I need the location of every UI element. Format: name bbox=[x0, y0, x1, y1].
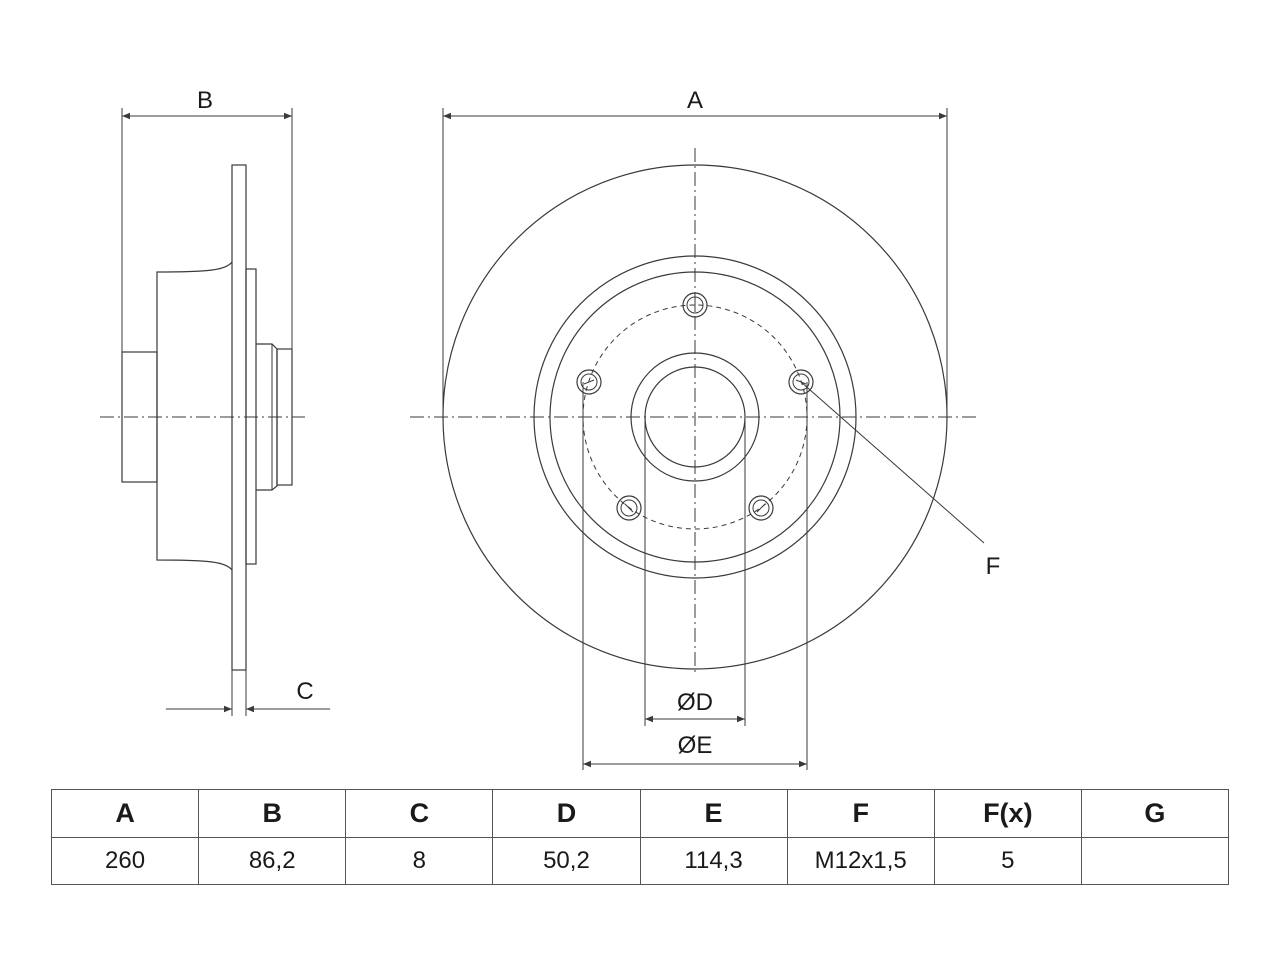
bolt-hole bbox=[748, 495, 774, 521]
table-header-cell: G bbox=[1080, 789, 1230, 838]
table-header-row: A B C D E F F(x) G bbox=[50, 789, 1230, 838]
table-cell: 50,2 bbox=[492, 837, 641, 885]
hat-outer-ring bbox=[533, 255, 857, 579]
table-cell bbox=[1080, 837, 1230, 885]
table-header-cell: F bbox=[786, 789, 935, 838]
hat-inner-ring bbox=[549, 271, 841, 563]
dimension-a-label: A bbox=[687, 87, 703, 114]
table-cell: 86,2 bbox=[198, 837, 347, 885]
technical-drawing: B C bbox=[100, 87, 1000, 770]
table-row: 260 86,2 8 50,2 114,3 M12x1,5 5 bbox=[50, 837, 1230, 885]
table-cell: 114,3 bbox=[639, 837, 788, 885]
bolt-hole bbox=[682, 292, 708, 318]
table-cell: 260 bbox=[50, 837, 200, 885]
front-view: A ØD ØE F bbox=[410, 87, 1000, 770]
table-cell: 8 bbox=[345, 837, 494, 885]
dimension-c-label: C bbox=[296, 678, 313, 705]
hub-body bbox=[156, 261, 233, 571]
table-cell: M12x1,5 bbox=[786, 837, 935, 885]
table-cell: 5 bbox=[933, 837, 1082, 885]
table-header-cell: C bbox=[345, 789, 494, 838]
table-header-cell: E bbox=[639, 789, 788, 838]
spec-table: A B C D E F F(x) G 260 86,2 8 50,2 114,3… bbox=[50, 789, 1230, 885]
bolt-hole bbox=[616, 495, 642, 521]
hub-stub bbox=[121, 351, 158, 483]
side-view: B C bbox=[100, 87, 330, 716]
table-header-cell: B bbox=[198, 789, 347, 838]
hub-outer bbox=[630, 352, 760, 482]
table-header-cell: D bbox=[492, 789, 641, 838]
dimension-b-label: B bbox=[197, 87, 213, 114]
dimension-e-label: ØE bbox=[678, 732, 713, 759]
hub-shoulder bbox=[245, 268, 257, 565]
bolt-hole bbox=[576, 369, 602, 395]
dimension-d-label: ØD bbox=[677, 689, 713, 716]
bearing-cap bbox=[276, 348, 293, 486]
table-header-cell: A bbox=[50, 789, 200, 838]
dimension-f-label: F bbox=[986, 553, 1001, 580]
table-header-cell: F(x) bbox=[933, 789, 1082, 838]
dimension-f-leader bbox=[800, 381, 985, 544]
